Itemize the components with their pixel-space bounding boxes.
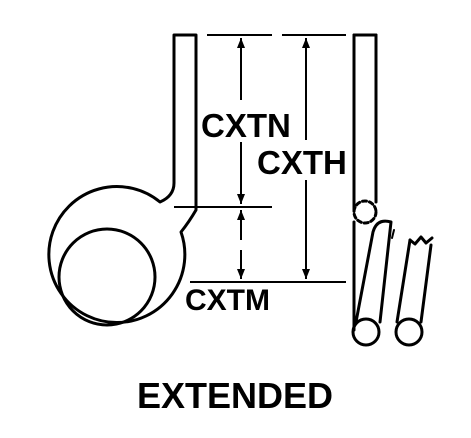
left-spring-arm xyxy=(47,33,198,327)
right-spring-coil xyxy=(351,33,434,347)
diagram-title: EXTENDED xyxy=(137,375,333,416)
extension-lines xyxy=(174,34,346,283)
dimension-arrows xyxy=(237,38,310,279)
cxtm-label: CXTM xyxy=(185,284,270,317)
cxth-label: CXTH xyxy=(257,144,347,181)
cxtn-label: CXTN xyxy=(201,107,291,144)
